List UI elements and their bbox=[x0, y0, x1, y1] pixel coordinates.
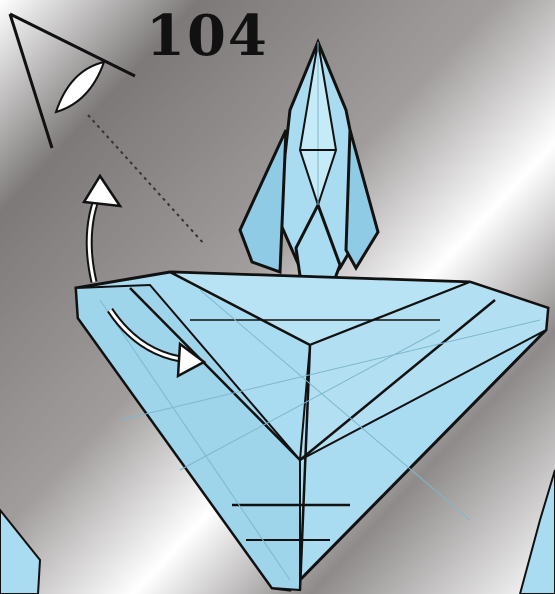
step-number: 104 bbox=[146, 4, 269, 68]
